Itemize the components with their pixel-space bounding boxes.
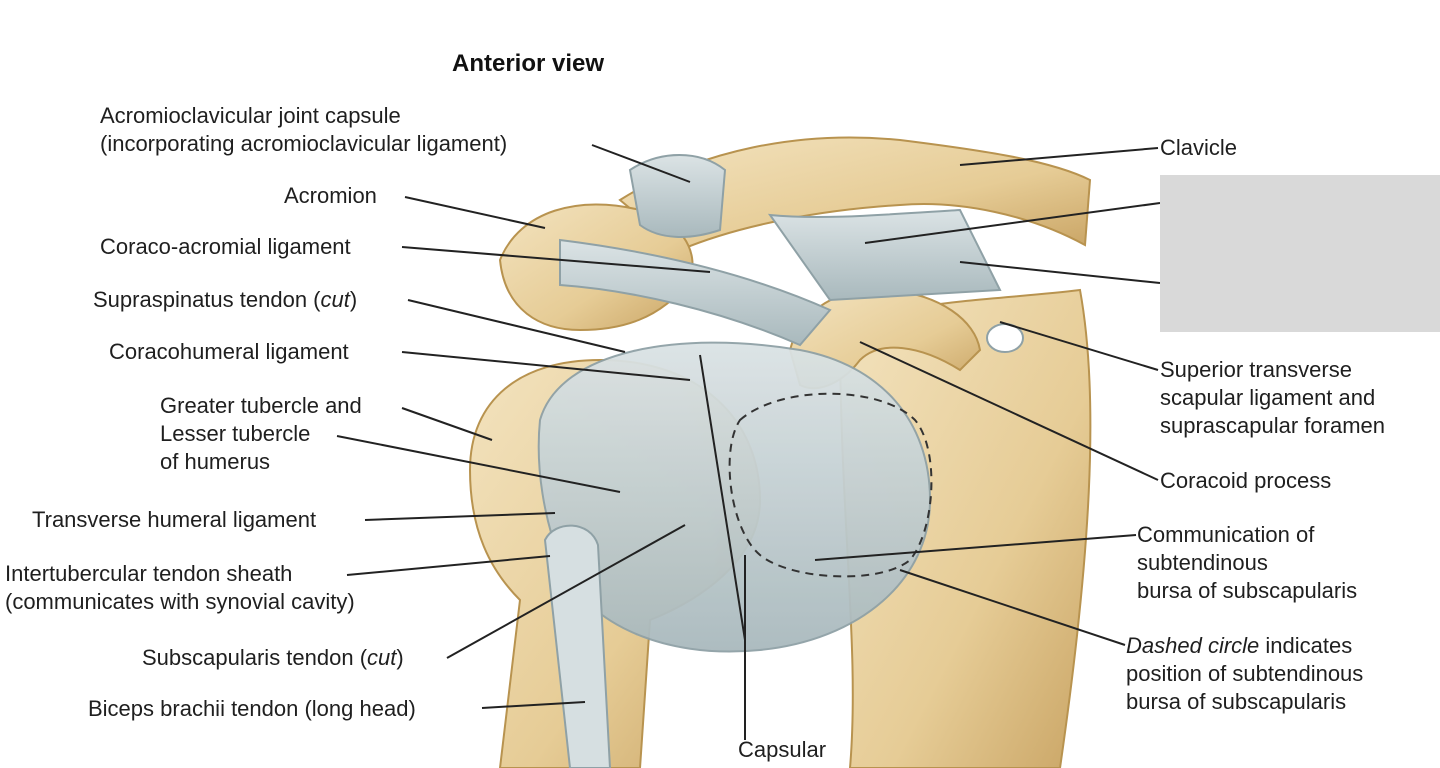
- label-intertubercular-tendon-sheath: Intertubercular tendon sheath (communica…: [5, 561, 355, 614]
- label-subscapularis-tendon: Subscapularis tendon (cut): [142, 645, 404, 670]
- label-coracohumeral-ligament: Coracohumeral ligament: [109, 339, 349, 364]
- dashed-bursa-outline: [728, 392, 933, 578]
- label-acromioclavicular-joint-capsule: Acromioclavicular joint capsule (incorpo…: [100, 103, 508, 156]
- redaction-box: [1160, 175, 1440, 332]
- label-dashed-circle-note: Dashed circle indicates position of subt…: [1126, 633, 1364, 714]
- diagram-title: Anterior view: [452, 50, 605, 77]
- label-acromion: Acromion: [284, 183, 377, 208]
- label-transverse-humeral-ligament: Transverse humeral ligament: [32, 507, 317, 532]
- label-biceps-brachii-tendon: Biceps brachii tendon (long head): [88, 696, 416, 721]
- label-supraspinatus-tendon: Supraspinatus tendon (cut): [93, 287, 358, 312]
- biceps-tendon: [543, 524, 612, 768]
- coracoclavicular-ligament: [767, 208, 1002, 302]
- label-clavicle: Clavicle: [1160, 135, 1238, 160]
- label-tubercles-of-humerus: Greater tubercle and Lesser tubercle of …: [160, 393, 362, 474]
- clavicle-bone: [618, 136, 1092, 252]
- label-communication-of-subtendinous-bursa: Communication of subtendinous bursa of s…: [1137, 522, 1358, 603]
- label-capsular: Capsular: [738, 737, 827, 762]
- label-coracoid-process: Coracoid process: [1160, 468, 1332, 493]
- ac-joint-capsule: [628, 154, 727, 238]
- label-coraco-acromial-ligament: Coraco-acromial ligament: [100, 234, 351, 259]
- leader-lines: [336, 144, 1161, 740]
- label-superior-transverse-scapular-ligament: Superior transverse scapular ligament an…: [1160, 357, 1386, 438]
